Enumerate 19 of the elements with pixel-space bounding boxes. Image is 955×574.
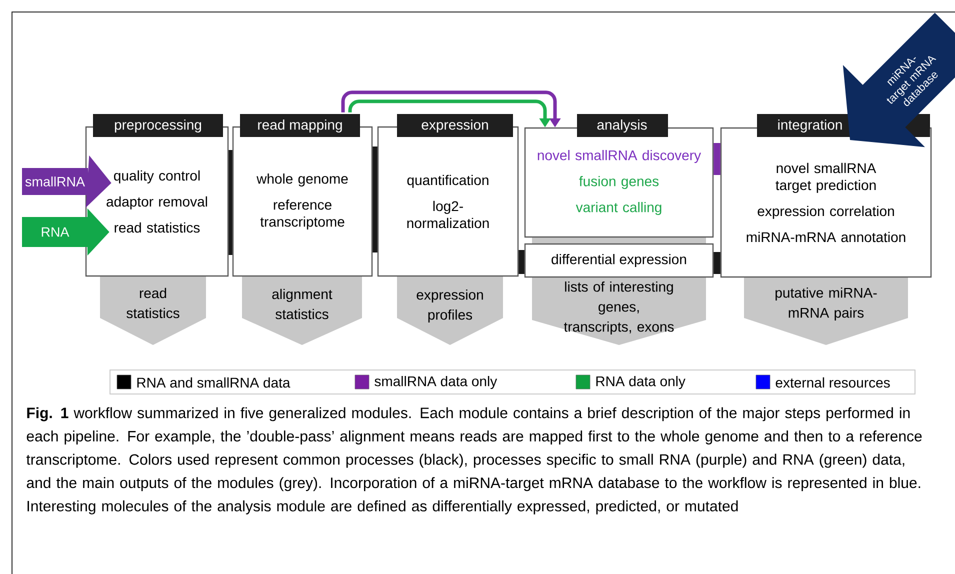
input-label: smallRNA — [22, 168, 88, 195]
output-chevron: putative miRNA-mRNA pairs — [744, 276, 908, 345]
connector-bar — [714, 143, 720, 175]
legend-text: RNA and smallRNA data — [137, 377, 290, 388]
connector-bar — [372, 146, 378, 252]
legend-text: external resources — [776, 377, 890, 388]
caption: Fig. 1 workflow summarized in five generalized modules. Each module contains a brief description of the major steps performed in each pipeline. For example, the ’double-pass’ alignment means reads are mapped first to the whole genome and then to a reference transcriptome. Colors used represent common processes (black), processes specific to small RNA (purple) and RNA (green) data, and the main outputs of the modules (grey). Incorporation of a miRNA-target mRNA database to the workflow is represented in blue. Interesting molecules of the analysis module are defined as differentially expressed, predicted, or mutated — [26, 407, 922, 514]
connector-bar — [518, 250, 524, 274]
module-header: read mapping — [240, 114, 360, 137]
output-chevron: alignment statistics — [242, 276, 362, 345]
legend-text: RNA data only — [596, 376, 686, 390]
legend-text: smallRNA data only — [374, 376, 498, 390]
connector-bar — [714, 252, 720, 274]
output-chevron: read statistics — [100, 276, 206, 345]
connector-bar — [228, 150, 232, 255]
result-box: differential expression — [524, 243, 714, 278]
output-chevron: expression profiles — [397, 276, 503, 345]
module-header: expression — [397, 114, 513, 137]
module-header: preprocessing — [93, 114, 223, 137]
